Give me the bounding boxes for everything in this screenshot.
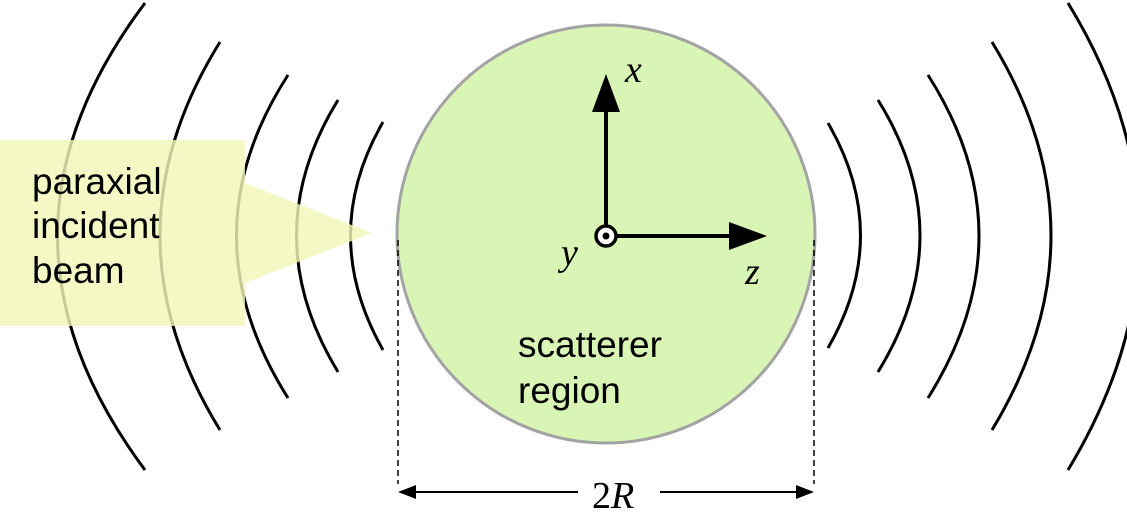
incident-beam-arrow — [0, 140, 372, 326]
x-axis-label: x — [624, 49, 642, 91]
dimension-arrow-left-icon — [398, 485, 416, 499]
beam-label-line1: paraxial — [32, 161, 162, 202]
coordinate-axes — [592, 74, 767, 250]
diameter-dimension: 2R — [397, 240, 815, 517]
dimension-arrow-right-icon — [796, 485, 814, 499]
wavefront-right-5 — [1066, 2, 1127, 471]
wavefront-right-3 — [926, 74, 981, 399]
y-axis-dot-icon — [602, 232, 610, 240]
dimension-label-var: R — [610, 475, 634, 517]
y-axis-label: y — [557, 232, 578, 274]
x-axis-arrowhead-icon — [592, 74, 620, 112]
wavefront-right-2 — [876, 99, 922, 373]
scatterer-label-line1: scatterer — [518, 324, 662, 365]
wavefront-right-4 — [990, 41, 1053, 431]
scattered-wavefronts — [826, 2, 1127, 471]
beam-label-line3: beam — [32, 250, 125, 291]
scatterer-label-line2: region — [518, 370, 621, 411]
z-axis-arrowhead-icon — [729, 222, 767, 250]
wavefront-right-1 — [826, 122, 862, 349]
dimension-label: 2R — [592, 475, 634, 517]
z-axis-label: z — [744, 251, 760, 293]
dimension-label-number: 2 — [592, 475, 611, 517]
beam-label-line2: incident — [32, 205, 160, 246]
